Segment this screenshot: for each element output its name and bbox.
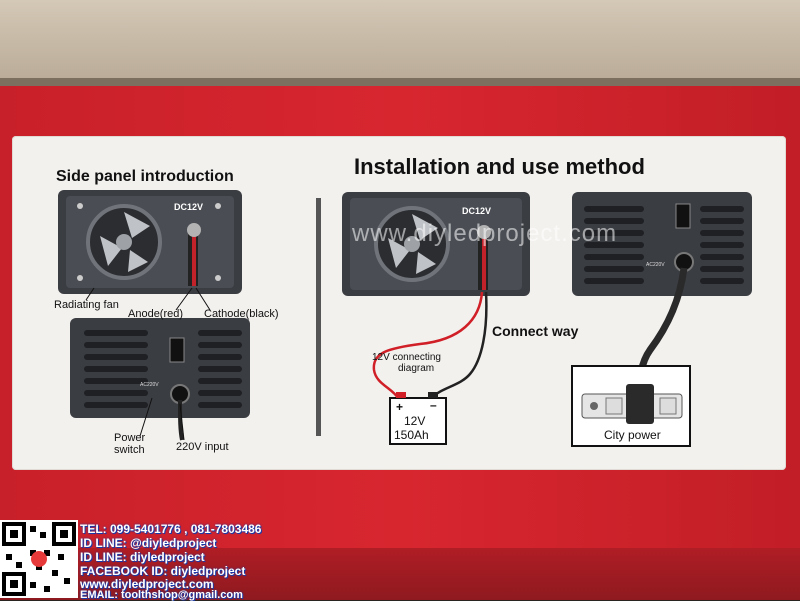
city-power-socket	[571, 365, 691, 447]
battery-plus: +	[396, 400, 404, 414]
watermark: www.diyledproject.com	[352, 220, 618, 247]
inverter-back-left	[70, 318, 250, 441]
battery-minus: –	[430, 398, 437, 412]
anode-label: Anode(red)	[128, 308, 184, 320]
power-switch-label-2: switch	[114, 444, 145, 456]
cathode-label: Cathode(black)	[204, 308, 279, 320]
contact-website: www.diyledproject.com	[80, 577, 214, 591]
contact-line-2: ID LINE: diyledproject	[80, 550, 205, 564]
box-bottom-band	[0, 548, 800, 600]
contact-email: EMAIL: toolthshop@gmail.com	[80, 589, 243, 601]
ac220v-label-left: AC220V	[140, 382, 159, 388]
contact-tel: TEL: 099-5401776 , 081-7803486	[80, 522, 262, 536]
power-switch-icon	[169, 337, 185, 363]
black-wire	[431, 291, 488, 399]
power-switch-icon-right	[675, 203, 691, 229]
side-panel-title: Side panel introduction	[56, 168, 234, 185]
input-220v-label: 220V input	[176, 441, 229, 453]
contact-line-1: ID LINE: @diyledproject	[80, 536, 217, 550]
battery-capacity: 150Ah	[394, 428, 429, 442]
power-switch-label-1: Power	[114, 432, 146, 444]
radiating-fan-label: Radiating fan	[54, 299, 119, 311]
box-top-flap	[0, 0, 800, 82]
connecting-label-1: 12V connecting	[372, 352, 441, 363]
connect-way-label: Connect way	[492, 323, 579, 339]
city-power-label: City power	[604, 428, 661, 442]
red-wire	[372, 291, 484, 399]
panel-divider	[316, 198, 321, 436]
inverter-front-left	[58, 190, 242, 294]
ac220v-label-right: AC220V	[646, 262, 665, 268]
contact-facebook: FACEBOOK ID: diyledproject	[80, 564, 246, 578]
installation-title: Installation and use method	[354, 154, 645, 179]
battery-icon	[389, 392, 447, 445]
box-flap-edge	[0, 78, 800, 88]
connecting-label-2: diagram	[398, 363, 435, 374]
dc12v-label-right: DC12V	[462, 206, 492, 216]
inverter-back-right	[572, 192, 752, 296]
qr-code-icon	[0, 520, 78, 598]
inverter-front-right	[342, 192, 530, 296]
dc12v-label-left: DC12V	[174, 202, 204, 212]
battery-voltage: 12V	[404, 414, 426, 428]
